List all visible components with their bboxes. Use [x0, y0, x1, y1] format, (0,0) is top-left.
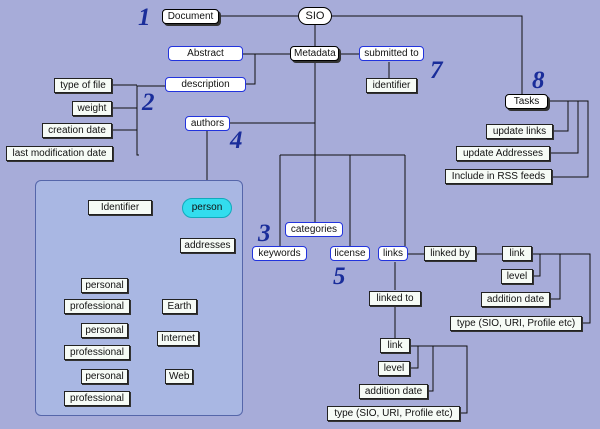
marker-5: 5	[333, 263, 346, 290]
web-personal-node: personal	[81, 369, 128, 384]
last-modification-date-node: last modification date	[6, 146, 113, 161]
identifier-person-node: Identifier	[88, 200, 152, 215]
person-node: person	[182, 198, 232, 218]
authors-node: authors	[185, 116, 230, 131]
web-professional-node: professional	[64, 391, 130, 406]
linked-by-level-node: level	[501, 269, 533, 284]
tasks-node: Tasks	[505, 94, 548, 109]
links-node: links	[378, 246, 408, 261]
categories-node: categories	[285, 222, 343, 237]
linked-to-link-node: link	[380, 338, 410, 353]
web-node: Web	[165, 369, 193, 384]
metadata-node: Metadata	[290, 46, 339, 61]
linked-by-node: linked by	[424, 246, 476, 261]
update-links-node: update links	[486, 124, 553, 139]
document-node: Document	[162, 9, 219, 24]
linked-by-link-node: link	[502, 246, 532, 261]
type-of-file-node: type of file	[54, 78, 112, 93]
earth-professional-node: professional	[64, 299, 130, 314]
earth-personal-node: personal	[81, 278, 128, 293]
identifier-node: identifier	[366, 78, 417, 93]
linked-to-addition-date-node: addition date	[359, 384, 428, 399]
earth-node: Earth	[162, 299, 197, 314]
linked-to-node: linked to	[369, 291, 421, 306]
marker-3: 3	[258, 220, 271, 247]
include-rss-node: Include in RSS feeds	[445, 169, 552, 184]
internet-professional-node: professional	[64, 345, 130, 360]
creation-date-node: creation date	[42, 123, 112, 138]
submitted-to-node: submitted to	[359, 46, 424, 61]
person-panel	[35, 180, 243, 416]
linked-to-level-node: level	[378, 361, 410, 376]
linked-to-type-node: type (SIO, URI, Profile etc)	[327, 406, 460, 421]
marker-4: 4	[230, 127, 243, 154]
addresses-node: addresses	[180, 238, 235, 253]
internet-personal-node: personal	[81, 323, 128, 338]
linked-by-type-node: type (SIO, URI, Profile etc)	[450, 316, 582, 331]
license-node: license	[330, 246, 370, 261]
abstract-node: Abstract	[168, 46, 243, 61]
description-node: description	[165, 77, 246, 92]
sio-node: SIO	[298, 7, 332, 25]
marker-1: 1	[138, 4, 151, 31]
keywords-node: keywords	[252, 246, 307, 261]
linked-by-addition-date-node: addition date	[481, 292, 550, 307]
weight-node: weight	[72, 101, 112, 116]
marker-8: 8	[532, 67, 545, 94]
marker-7: 7	[430, 57, 443, 84]
internet-node: Internet	[157, 331, 199, 346]
update-addresses-node: update Addresses	[456, 146, 550, 161]
marker-2: 2	[142, 89, 155, 116]
